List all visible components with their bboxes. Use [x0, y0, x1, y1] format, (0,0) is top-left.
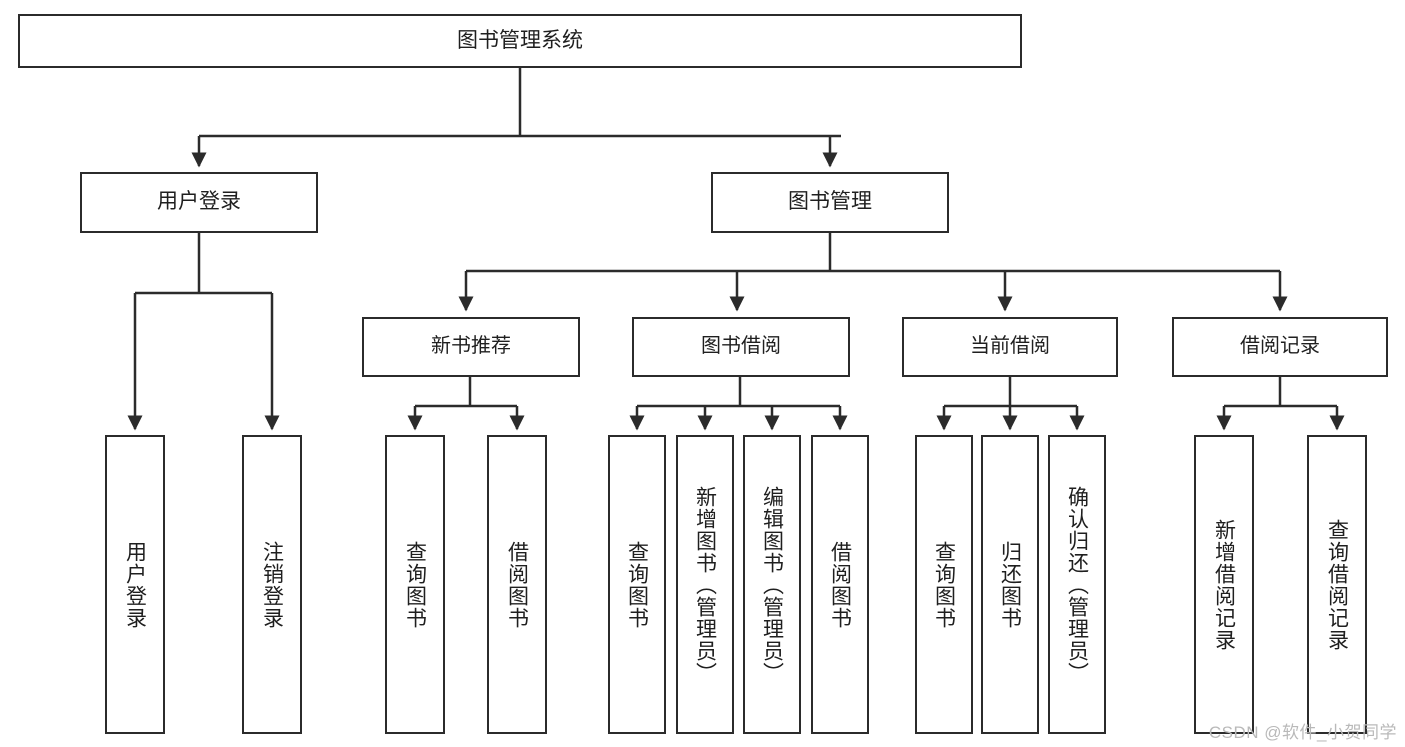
node-leaf-query-book-3[interactable]: 查询图书 [915, 435, 973, 734]
node-leaf-user-login-label: 用户登录 [123, 540, 147, 629]
node-leaf-logout-login-label: 注销登录 [260, 540, 284, 629]
node-book-borrow[interactable]: 图书借阅 [632, 317, 850, 377]
node-borrow-record[interactable]: 借阅记录 [1172, 317, 1388, 377]
node-leaf-query-book-3-label: 查询图书 [932, 540, 956, 629]
node-leaf-borrow-book-2[interactable]: 借阅图书 [811, 435, 869, 734]
node-leaf-confirm-return-admin-label: 确认归还（管理员） [1065, 485, 1089, 684]
node-book-borrow-label: 图书借阅 [701, 335, 781, 358]
node-leaf-edit-book-admin[interactable]: 编辑图书（管理员） [743, 435, 801, 734]
node-leaf-borrow-book-1-label: 借阅图书 [505, 540, 529, 629]
node-leaf-return-book-label: 归还图书 [998, 540, 1022, 629]
node-leaf-query-book-2[interactable]: 查询图书 [608, 435, 666, 734]
node-leaf-add-borrow-record-label: 新增借阅记录 [1212, 518, 1236, 651]
node-leaf-borrow-book-1[interactable]: 借阅图书 [487, 435, 547, 734]
node-leaf-user-login[interactable]: 用户登录 [105, 435, 165, 734]
node-book-management[interactable]: 图书管理 [711, 172, 949, 233]
node-leaf-query-book-2-label: 查询图书 [625, 540, 649, 629]
node-leaf-logout-login[interactable]: 注销登录 [242, 435, 302, 734]
csdn-watermark: CSDN @软件_小贺同学 [1208, 723, 1397, 742]
node-borrow-record-label: 借阅记录 [1240, 335, 1320, 358]
node-leaf-add-borrow-record[interactable]: 新增借阅记录 [1194, 435, 1254, 734]
node-leaf-query-borrow-record-label: 查询借阅记录 [1325, 518, 1349, 651]
node-leaf-add-book-admin-label: 新增图书（管理员） [693, 485, 717, 684]
node-leaf-return-book[interactable]: 归还图书 [981, 435, 1039, 734]
node-leaf-edit-book-admin-label: 编辑图书（管理员） [760, 485, 784, 684]
node-book-management-label: 图书管理 [788, 190, 872, 214]
node-root-book-management-system[interactable]: 图书管理系统 [18, 14, 1022, 68]
node-leaf-query-book-1-label: 查询图书 [403, 540, 427, 629]
node-current-borrow-label: 当前借阅 [970, 335, 1050, 358]
node-root-label: 图书管理系统 [457, 28, 583, 52]
node-leaf-borrow-book-2-label: 借阅图书 [828, 540, 852, 629]
node-new-book-recommend[interactable]: 新书推荐 [362, 317, 580, 377]
node-user-login[interactable]: 用户登录 [80, 172, 318, 233]
node-new-book-recommend-label: 新书推荐 [431, 335, 511, 358]
node-leaf-query-borrow-record[interactable]: 查询借阅记录 [1307, 435, 1367, 734]
node-leaf-add-book-admin[interactable]: 新增图书（管理员） [676, 435, 734, 734]
node-leaf-confirm-return-admin[interactable]: 确认归还（管理员） [1048, 435, 1106, 734]
node-leaf-query-book-1[interactable]: 查询图书 [385, 435, 445, 734]
node-user-login-label: 用户登录 [157, 190, 241, 214]
node-current-borrow[interactable]: 当前借阅 [902, 317, 1118, 377]
